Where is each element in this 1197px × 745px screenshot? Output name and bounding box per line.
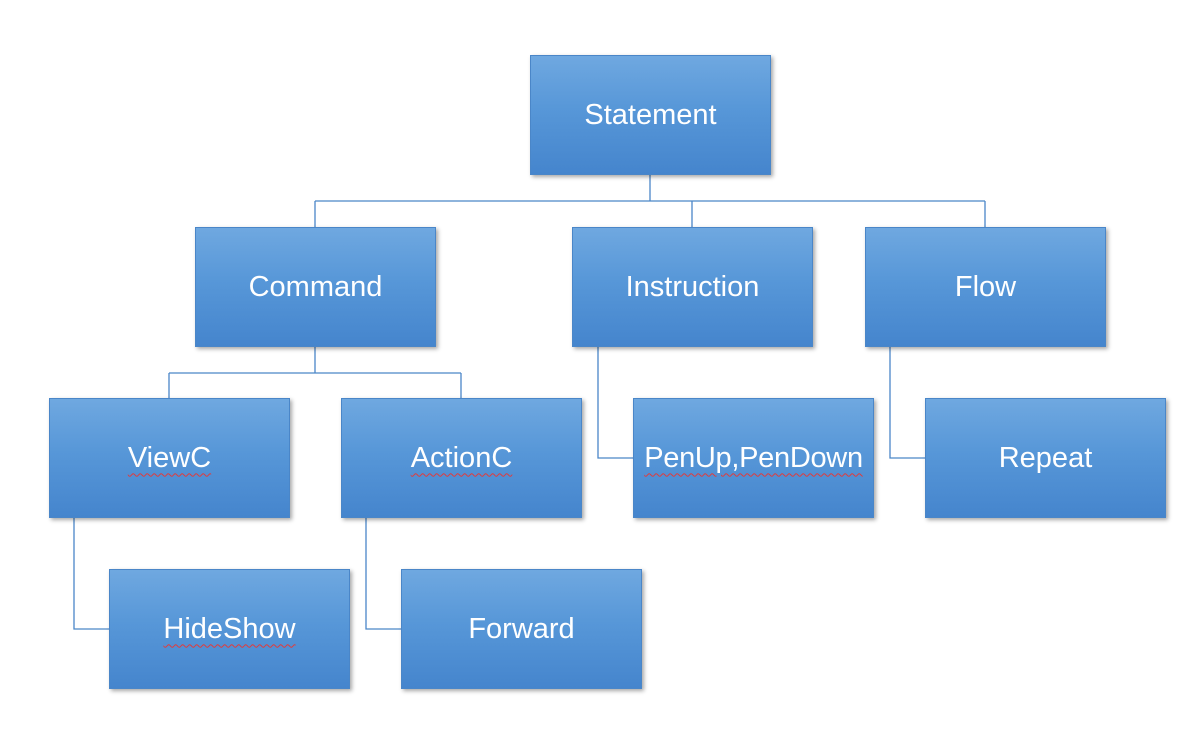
node-repeat-label: Repeat: [998, 441, 1093, 474]
connector-flow-child: [889, 347, 925, 459]
node-viewc-label: ViewC: [127, 441, 212, 474]
connector-statement-children: [314, 175, 986, 227]
node-instruction-label: Instruction: [625, 270, 760, 303]
connector-actionc-child: [365, 518, 401, 630]
node-instruction: Instruction: [572, 227, 813, 347]
node-flow-label: Flow: [954, 270, 1017, 303]
connector-viewc-child: [73, 518, 109, 630]
node-viewc: ViewC: [49, 398, 290, 518]
node-penup-pendown-label: PenUp,PenDown: [644, 441, 863, 474]
node-forward-label: Forward: [468, 612, 575, 645]
node-hideshow: HideShow: [109, 569, 350, 689]
node-statement: Statement: [530, 55, 771, 175]
node-repeat: Repeat: [925, 398, 1166, 518]
connector-instruction-child: [597, 347, 633, 459]
node-penup-pendown: PenUp,PenDown: [633, 398, 874, 518]
connector-command-children: [168, 347, 462, 398]
node-hideshow-label: HideShow: [163, 612, 296, 645]
node-statement-label: Statement: [584, 98, 717, 131]
node-actionc-label: ActionC: [410, 441, 513, 474]
node-command-label: Command: [248, 270, 383, 303]
node-flow: Flow: [865, 227, 1106, 347]
node-forward: Forward: [401, 569, 642, 689]
node-actionc: ActionC: [341, 398, 582, 518]
node-command: Command: [195, 227, 436, 347]
